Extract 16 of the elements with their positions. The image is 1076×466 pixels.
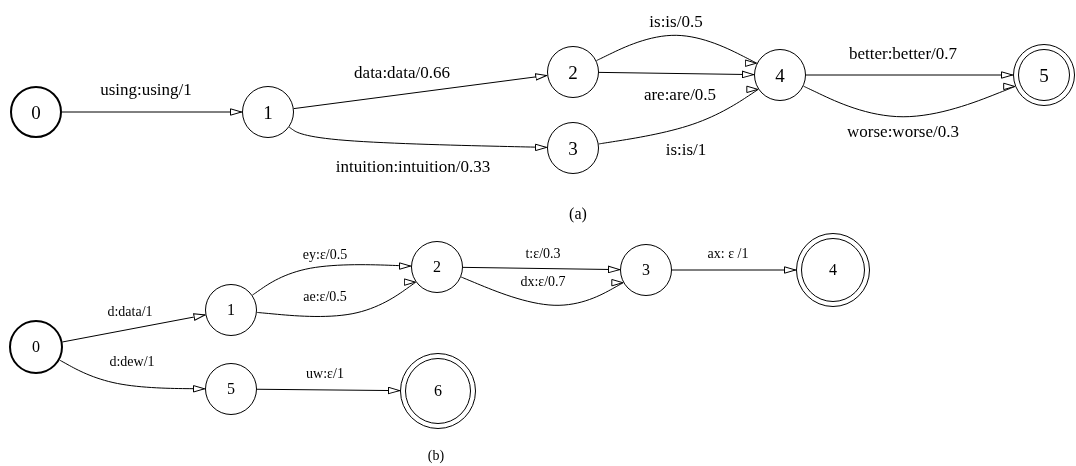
subfigure-caption: (b) <box>427 448 445 464</box>
state-circle: 2 <box>547 46 599 98</box>
final-state-circle: 4 <box>796 233 870 307</box>
start-state-circle: 0 <box>10 86 62 138</box>
state-circle: 1 <box>205 284 257 336</box>
state-circle: 5 <box>205 363 257 415</box>
subfigure-caption: (a) <box>569 205 587 223</box>
start-state-circle: 0 <box>9 320 63 374</box>
state-circle: 1 <box>242 86 294 138</box>
state-circle: 4 <box>754 49 806 101</box>
final-state-circle: 6 <box>400 353 476 429</box>
state-circle: 3 <box>620 244 672 296</box>
state-circle: 2 <box>411 241 463 293</box>
state-circle: 3 <box>547 122 599 174</box>
edge-label: ey:ε/0.5 <box>301 247 349 263</box>
final-state-circle: 5 <box>1013 44 1075 106</box>
